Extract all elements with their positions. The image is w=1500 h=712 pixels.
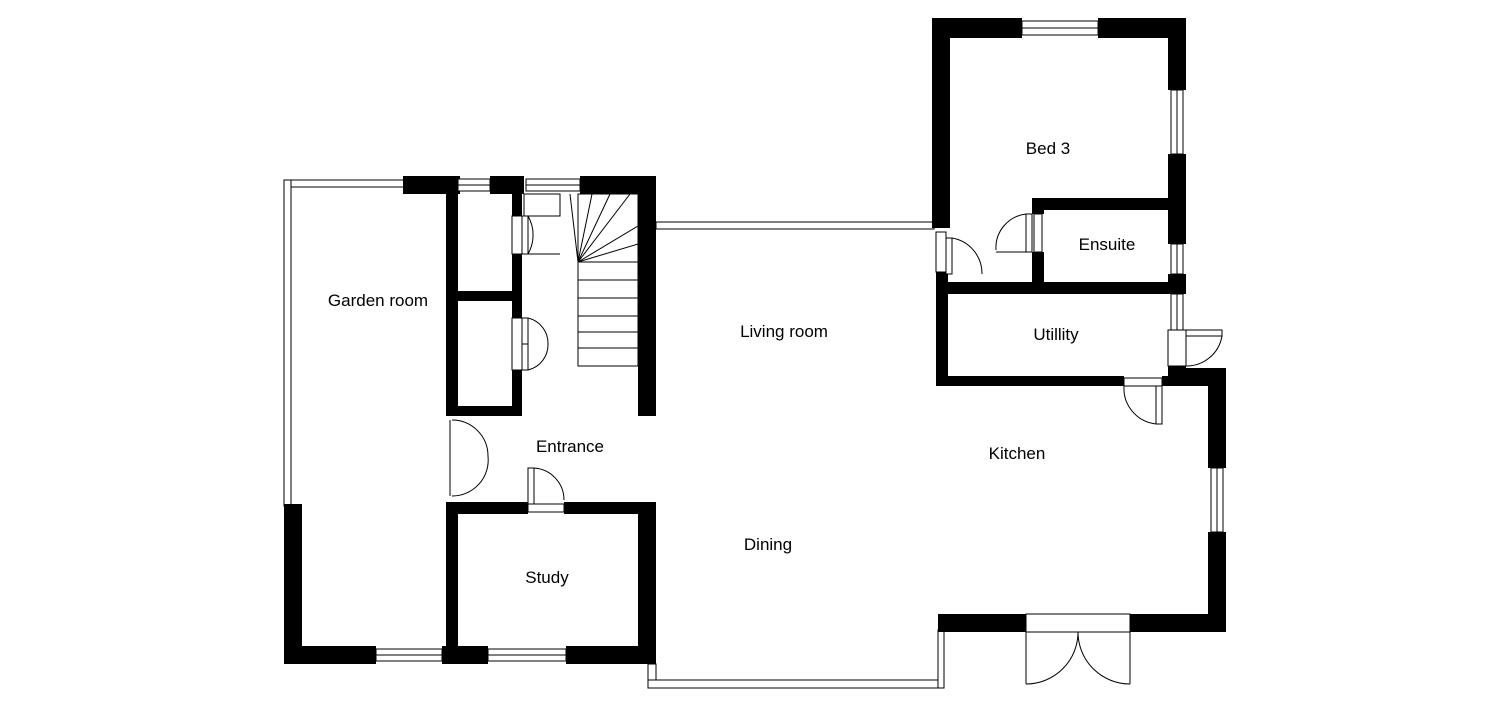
patio-double-door[interactable] — [1025, 631, 1131, 685]
stair-hall-door-leaf[interactable] — [523, 193, 561, 217]
cupboard-wall-top — [446, 176, 460, 194]
south-wall-east — [566, 646, 656, 664]
bed3-label: Bed 3 — [1026, 139, 1070, 158]
ensuite-door-frame — [1033, 213, 1043, 253]
cupboard-wall-right-top — [512, 176, 522, 216]
stair-wall-top — [580, 176, 656, 194]
garden-room-glazed-wall-top — [283, 179, 405, 188]
stair-wall-right — [638, 176, 656, 416]
patio-door-frame — [1025, 613, 1131, 633]
cupboard-lower-double-door[interactable] — [521, 317, 549, 371]
utility-back-door-frame — [1167, 329, 1187, 367]
cupboard-upper-door[interactable] — [521, 215, 560, 255]
kitchen-label: Kitchen — [989, 444, 1046, 463]
utility-door[interactable] — [1123, 385, 1163, 425]
cupboard-wall-right-low — [512, 370, 522, 416]
study-door[interactable] — [527, 467, 565, 505]
dining-label: Dining — [744, 535, 792, 554]
ensuite-walls — [1032, 198, 1178, 288]
study-label: Study — [525, 568, 569, 587]
bed3-walls — [932, 18, 1186, 294]
living-room-glazed-wall — [655, 221, 935, 230]
ensuite-label: Ensuite — [1079, 235, 1136, 254]
cupboard-wall-bottom — [446, 406, 522, 416]
kitchen-walls — [938, 368, 1226, 633]
study-walls — [446, 502, 656, 662]
bed3-door[interactable] — [945, 237, 983, 275]
garden-room-label: Garden room — [328, 291, 428, 310]
utility-walls — [936, 282, 1187, 387]
cupboard-wall-right-mid — [512, 254, 522, 318]
entrance-double-door[interactable] — [449, 419, 489, 497]
garden-room-wall-top — [403, 176, 458, 194]
study-door-frame — [527, 503, 565, 513]
cupboard-door-upper-frame — [511, 215, 523, 255]
south-wall-west — [284, 646, 376, 664]
living-room-label: Living room — [740, 322, 828, 341]
utility-back-door[interactable] — [1185, 329, 1223, 367]
utility-door-frame — [1123, 377, 1163, 387]
bed3-door-frame — [935, 231, 947, 273]
garden-room-glazed-wall-left — [283, 179, 292, 507]
cupboard-divider — [446, 291, 522, 301]
staircase — [523, 176, 656, 416]
dining-glazed-bay — [647, 629, 945, 689]
garden-room-wall-left-lower — [284, 504, 302, 664]
utility-label: Utillity — [1033, 325, 1079, 344]
entrance-label: Entrance — [536, 437, 604, 456]
cupboard-door-lower-frame — [511, 317, 523, 371]
cupboards — [446, 176, 524, 416]
ensuite-door[interactable] — [995, 213, 1033, 253]
